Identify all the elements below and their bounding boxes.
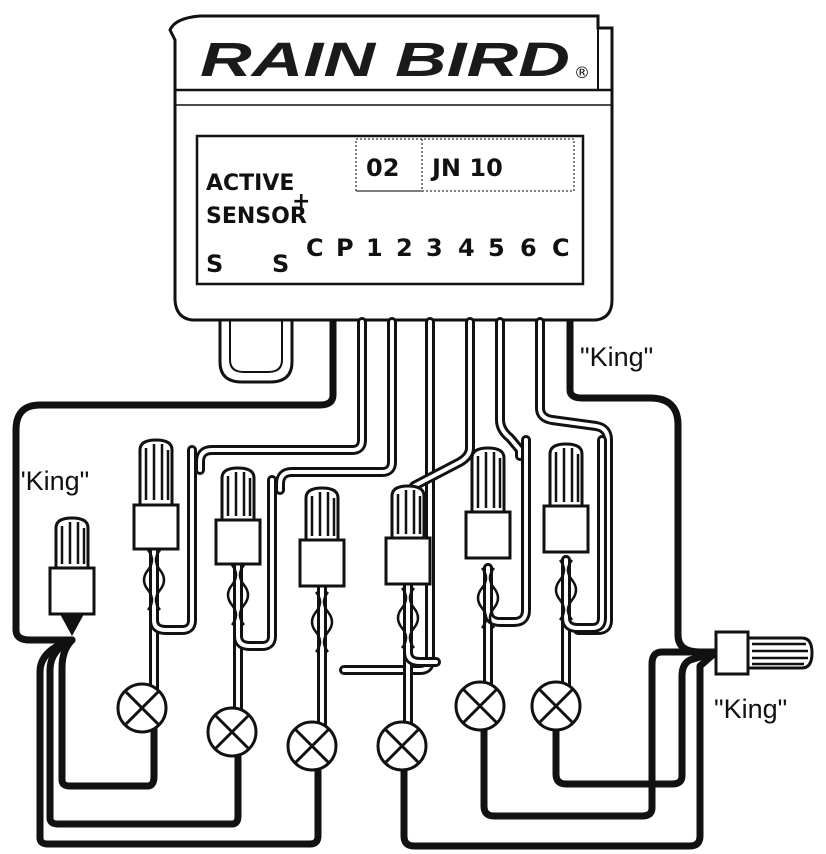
plus-sign: + bbox=[292, 189, 310, 214]
king-connector-right bbox=[714, 630, 814, 676]
twisted-pairs bbox=[142, 549, 578, 653]
wire-nut-connector-icon bbox=[132, 438, 180, 551]
terminal-labels: S S C P 1 2 3 4 5 6 C bbox=[206, 234, 570, 278]
terminal-label: 2 bbox=[396, 234, 413, 262]
king-connector-left bbox=[48, 516, 96, 636]
sensor-label: SENSOR bbox=[206, 204, 307, 229]
common-wire-network bbox=[12, 318, 720, 850]
valve-solenoid-icon bbox=[286, 720, 338, 772]
valve-solenoid-icon bbox=[206, 706, 258, 758]
wire-nut-connector-icon bbox=[214, 466, 262, 566]
terminal-label: C bbox=[306, 234, 324, 262]
terminal-label: 3 bbox=[426, 234, 443, 262]
terminal-label: S bbox=[272, 250, 289, 278]
valve-solenoid-icon bbox=[376, 720, 428, 772]
registered-mark: ® bbox=[574, 63, 590, 82]
wire-nut-connector-icon bbox=[384, 484, 432, 586]
sensor-jumper-loop bbox=[218, 320, 294, 384]
wire-nut-connector-icon bbox=[542, 442, 590, 554]
terminal-label: 6 bbox=[520, 234, 537, 262]
valve-solenoid-icon bbox=[116, 682, 168, 734]
valves bbox=[116, 680, 582, 772]
terminal-label: 5 bbox=[488, 234, 505, 262]
king-label-top: "King" bbox=[580, 342, 653, 372]
svg-text:RAIN BIRD: RAIN BIRD bbox=[200, 34, 570, 87]
wire-nut-connector-icon bbox=[298, 486, 346, 588]
terminal-label: P bbox=[336, 234, 354, 262]
connectors bbox=[48, 438, 814, 676]
date-code: JN 10 bbox=[430, 154, 503, 182]
terminal-label: S bbox=[206, 250, 223, 278]
controller-body bbox=[168, 14, 614, 322]
terminal-label: C bbox=[552, 234, 570, 262]
station-wires bbox=[149, 317, 613, 733]
active-label: ACTIVE bbox=[206, 171, 294, 196]
king-label-right: "King" bbox=[714, 694, 787, 724]
valve-solenoid-icon bbox=[454, 680, 506, 732]
terminal-label: 4 bbox=[458, 234, 475, 262]
valve-solenoid-icon bbox=[530, 680, 582, 732]
terminal-label: 1 bbox=[366, 234, 383, 262]
brand-logo: RAIN BIRD ® bbox=[200, 34, 590, 87]
model-code: 02 bbox=[366, 154, 399, 182]
king-label-left: "King" bbox=[16, 466, 89, 496]
wire-nut-connector-icon bbox=[464, 446, 512, 560]
